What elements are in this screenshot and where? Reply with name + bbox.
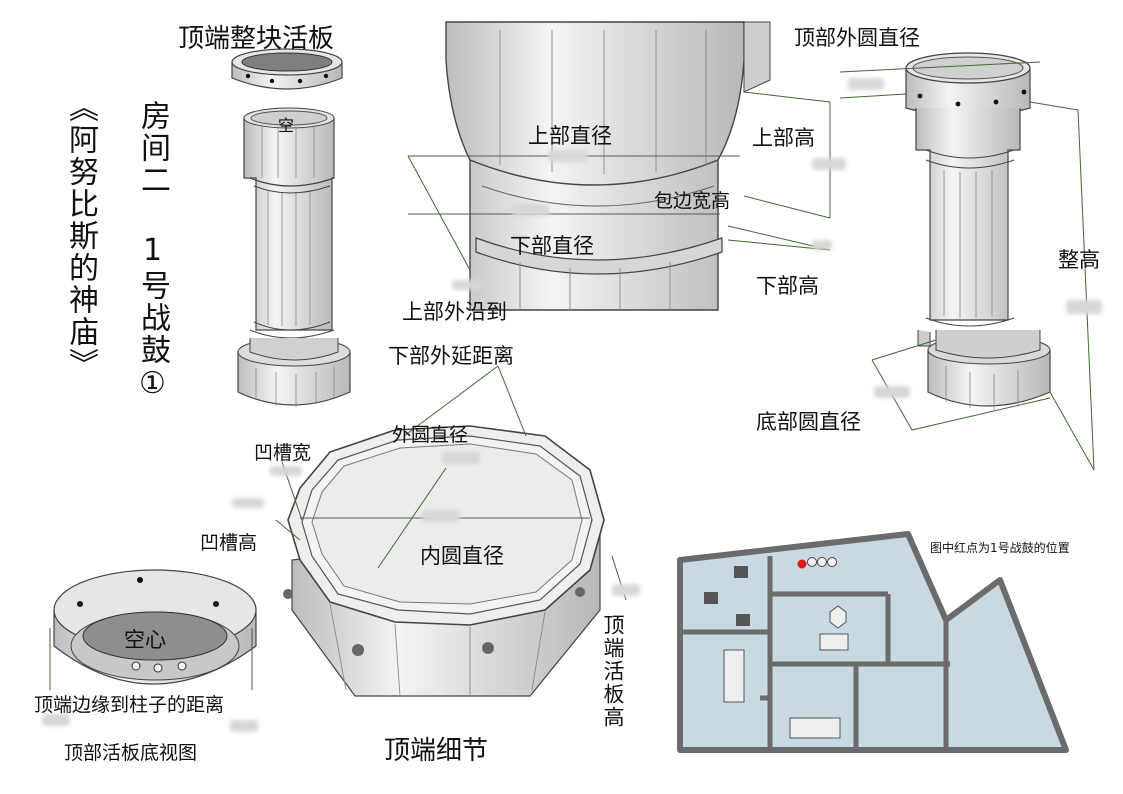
groove-height-label: 凹槽高 — [200, 532, 258, 554]
lower-outer-extension-label: 下部外延距离 — [388, 344, 514, 368]
top-panel-label: 顶端整块活板 — [178, 24, 335, 54]
panel-bottom-view — [49, 569, 257, 690]
hollow-label: 空心 — [124, 628, 166, 652]
empty-small-label: 空 — [278, 116, 295, 135]
edge-width-height-label: 包边宽高 — [654, 190, 731, 212]
drum-marker-red — [797, 559, 807, 569]
room-title: 房间二 1号战鼓① — [135, 100, 170, 403]
top-panel-model — [231, 48, 343, 90]
top-panel-height-label: 顶端活板高 — [601, 614, 625, 729]
top-detail-label: 顶端细节 — [384, 736, 489, 766]
floor-map — [677, 531, 1069, 753]
upper-diameter-label: 上部直径 — [528, 124, 612, 148]
upper-height-label: 上部高 — [752, 126, 815, 150]
exploded-drum-model — [231, 48, 351, 407]
full-drum-model — [839, 52, 1095, 471]
outer-circle-diameter-label: 外圆直径 — [392, 424, 469, 446]
upper-zoom-view — [400, 21, 831, 314]
lower-diameter-label: 下部直径 — [510, 234, 594, 258]
top-edge-to-pillar-label: 顶端边缘到柱子的距离 — [34, 694, 225, 716]
bottom-circle-diameter-label: 底部圆直径 — [756, 410, 861, 434]
top-detail-view — [275, 365, 627, 697]
lower-height-label: 下部高 — [756, 274, 819, 298]
map-note-label: 图中红点为1号战鼓的位置 — [930, 541, 1070, 555]
top-panel-bottom-view-label: 顶部活板底视图 — [64, 742, 198, 764]
upper-outer-edge-label: 上部外沿到 — [402, 300, 507, 324]
inner-circle-diameter-label: 内圆直径 — [420, 544, 504, 568]
total-height-label: 整高 — [1058, 248, 1100, 272]
groove-width-label: 凹槽宽 — [254, 442, 312, 464]
top-outer-diameter-label: 顶部外圆直径 — [794, 26, 920, 50]
temple-title: 《阿努比斯的神庙》 — [63, 92, 98, 380]
